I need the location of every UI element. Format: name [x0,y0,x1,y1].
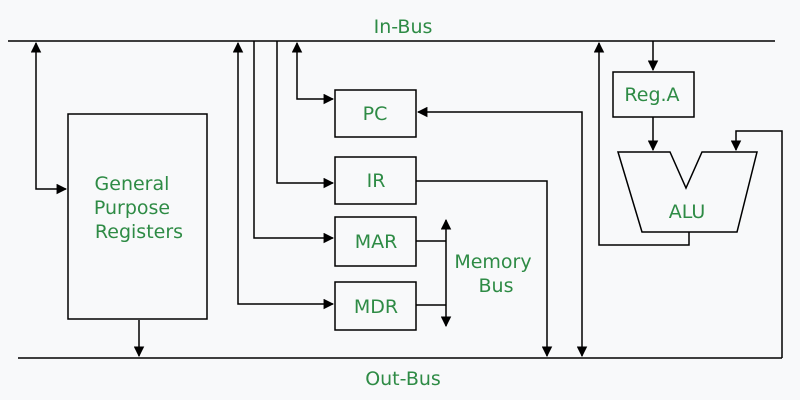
reg-a-label: Reg.A [624,84,679,106]
gpr-inbus-wire [30,41,68,195]
out-bus-label: Out-Bus [365,368,441,390]
mdr-label: MDR [354,296,398,318]
alu-shape [616,151,758,233]
gpr-label: General Purpose Registers [94,173,183,243]
ir-inbus-wire [276,41,335,189]
ir-outbus-wire [416,180,553,358]
memory-bus-label: Memory Bus [454,251,537,297]
mar-inbus-wire [253,41,335,244]
in-bus-label: In-Bus [374,16,433,38]
pc-box [334,89,417,138]
alu-label: ALU [669,201,706,223]
alu-inbus-wire [593,41,690,246]
pc-outbus-wire [416,106,588,358]
mdr-inbus-wire [232,41,335,310]
mdr-box [334,281,417,331]
pc-inbus-wire [291,41,335,105]
gpr-box [67,113,208,320]
ir-label: IR [367,170,386,192]
alu-outbus-wire [730,130,783,358]
pc-label: PC [363,103,388,125]
mar-label: MAR [355,231,398,253]
